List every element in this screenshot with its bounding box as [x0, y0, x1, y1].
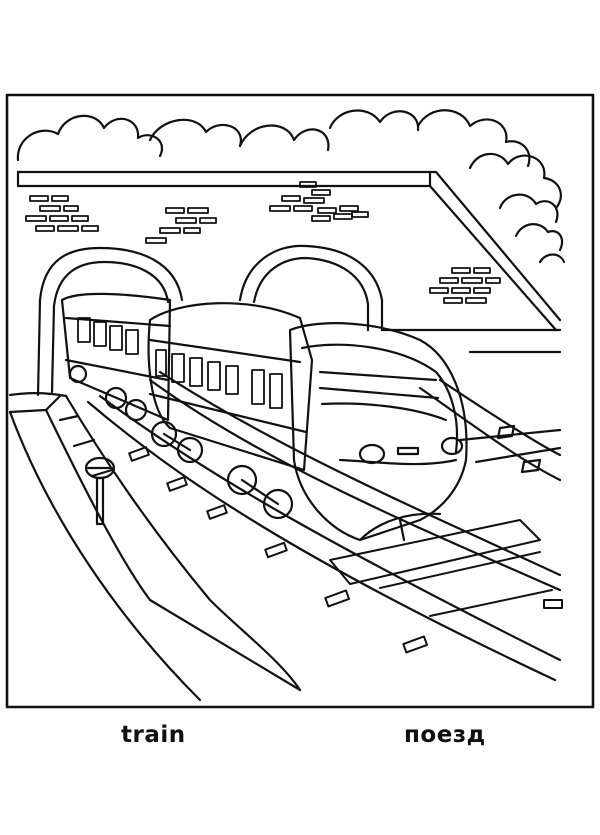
- tunnel-arches: [38, 246, 560, 395]
- signal-lamp-icon: [86, 458, 114, 524]
- brick-wall: [18, 172, 560, 352]
- word-english: train: [121, 722, 186, 748]
- picture-frame: [7, 95, 593, 707]
- train-icon: [62, 294, 467, 540]
- railway-track: [88, 372, 562, 680]
- clouds-icon: [18, 110, 564, 262]
- word-russian: поезд: [404, 722, 486, 748]
- platform: [10, 393, 300, 700]
